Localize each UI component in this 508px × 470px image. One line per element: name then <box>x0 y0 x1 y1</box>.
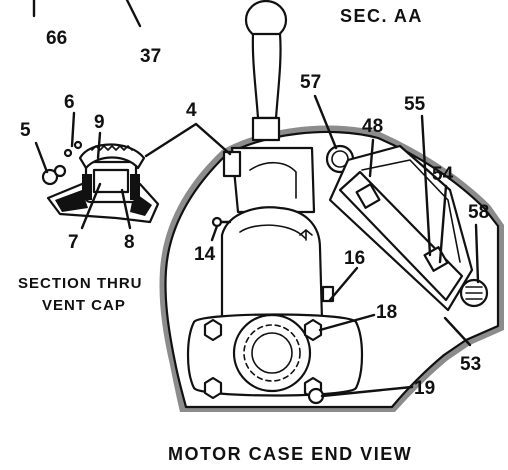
side-cover <box>328 144 474 312</box>
vent-cap-caption-line-2: VENT CAP <box>42 297 126 314</box>
callout-53: 53 <box>460 354 481 375</box>
vent-cap-caption: SECTION THRU VENT CAP <box>18 275 143 314</box>
callout-14: 14 <box>194 244 216 265</box>
callout-4: 4 <box>186 100 197 121</box>
vent-cap-caption-line-1: SECTION THRU <box>18 275 143 292</box>
view-title: MOTOR CASE END VIEW <box>168 444 412 464</box>
callout-18: 18 <box>376 302 397 323</box>
callout-19: 19 <box>414 378 435 399</box>
callout-66: 66 <box>46 28 67 49</box>
callout-5: 5 <box>20 120 31 141</box>
callout-37: 37 <box>140 46 161 67</box>
callouts: 66 37 57 55 48 5 6 9 4 54 58 7 8 14 16 1… <box>20 28 489 399</box>
callout-8: 8 <box>124 232 135 253</box>
section-label: SEC. AA <box>340 6 423 26</box>
callout-9: 9 <box>94 112 105 133</box>
callout-57: 57 <box>300 72 321 93</box>
callout-54: 54 <box>432 164 454 185</box>
leader-lines <box>32 0 480 398</box>
callout-6: 6 <box>64 92 75 113</box>
vent-cap-section <box>41 140 160 224</box>
callout-7: 7 <box>68 232 79 253</box>
callout-16: 16 <box>344 248 365 269</box>
callout-48: 48 <box>362 116 383 137</box>
plugs <box>325 144 489 308</box>
shift-lever <box>222 0 316 214</box>
bolts <box>203 216 335 405</box>
callout-58: 58 <box>468 202 489 223</box>
callout-55: 55 <box>404 94 426 115</box>
